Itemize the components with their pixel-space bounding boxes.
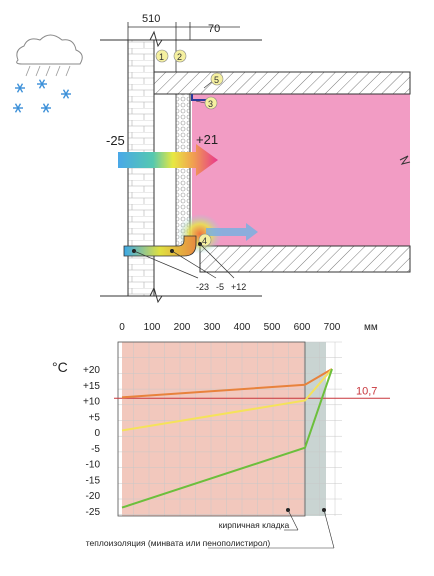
y-axis-ticks: +20 +15 +10 +5 0 -5 -10 -15 -20 -25 [83, 365, 100, 518]
y-tick-label: -15 [86, 475, 101, 486]
floor-gradient-strip [123, 235, 197, 257]
dim-wall-label: 510 [142, 13, 160, 25]
snowflake-icon [13, 79, 71, 113]
brick-zone [122, 342, 305, 516]
upper-floor-slab [151, 71, 411, 95]
dim-insul-label: 70 [208, 23, 220, 35]
svg-text:3: 3 [208, 99, 213, 109]
marker-1: 1 [155, 49, 169, 63]
bottom-temp-1: -23 [196, 282, 209, 292]
y-tick-label: +15 [83, 381, 100, 392]
marker-2: 2 [173, 49, 187, 63]
y-tick-label: +5 [89, 412, 101, 423]
room-area [192, 94, 410, 246]
y-tick-label: -20 [86, 491, 101, 502]
svg-text:4: 4 [202, 236, 207, 246]
x-tick-label: 600 [294, 322, 311, 333]
x-axis-ticks: 0 100 200 300 400 500 600 700 [119, 322, 341, 333]
series-line [121, 368, 333, 432]
x-tick-label: 500 [264, 322, 281, 333]
zone-label: кирпичная кладка [219, 520, 290, 530]
temp-outside-label: -25 [106, 133, 125, 148]
temperature-chart: 0 100 200 300 400 500 600 700 +20 +15 +10 +5 0 -5 -10… [52, 322, 390, 549]
zone-labels: кирпичная кладка теплоизоляция (минвата и… [86, 508, 335, 549]
y-tick-label: -5 [91, 444, 100, 455]
x-tick-label: 300 [204, 322, 221, 333]
reference-label: 10,7 [356, 385, 377, 397]
marker-5: 5 [203, 72, 224, 89]
wall-section-diagram: 510 70 1 2 5 3 -25 +21 [13, 13, 411, 304]
svg-text:2: 2 [177, 52, 182, 62]
marker-3: 3 [195, 96, 218, 110]
series-line [121, 368, 333, 509]
temp-inside-label: +21 [196, 132, 218, 147]
y-tick-label: -25 [86, 507, 101, 518]
y-tick-label: +20 [83, 365, 100, 376]
x-tick-label: 0 [119, 322, 125, 333]
break-mark-icon [149, 30, 163, 48]
heat-flow-arrow [118, 144, 218, 176]
x-tick-label: 100 [144, 322, 161, 333]
x-axis-unit: мм [364, 322, 378, 333]
svg-text:5: 5 [214, 75, 219, 85]
x-tick-label: 200 [174, 322, 191, 333]
x-tick-label: 700 [324, 322, 341, 333]
lower-floor-slab [199, 245, 411, 273]
x-tick-label: 400 [234, 322, 251, 333]
cloud-icon [16, 34, 83, 77]
plot-frame [117, 341, 306, 517]
vapor-barrier [191, 94, 206, 101]
marker-4: 4 [198, 233, 212, 247]
y-tick-label: +10 [83, 397, 100, 408]
break-mark-icon [149, 286, 163, 304]
y-tick-label: 0 [94, 428, 100, 439]
chart-series [121, 368, 333, 509]
y-axis-unit: °С [52, 359, 68, 375]
bottom-temp-2: -5 [216, 282, 224, 292]
svg-text:1: 1 [159, 52, 164, 62]
break-mark-icon [399, 155, 411, 165]
heat-loss-arrow [206, 223, 258, 241]
insulation-zone [305, 342, 326, 516]
zone-label: теплоизоляция (минвата или пенополистиро… [86, 538, 271, 548]
y-tick-label: -10 [86, 460, 101, 471]
series-line [121, 368, 333, 399]
bottom-temp-3: +12 [231, 282, 246, 292]
